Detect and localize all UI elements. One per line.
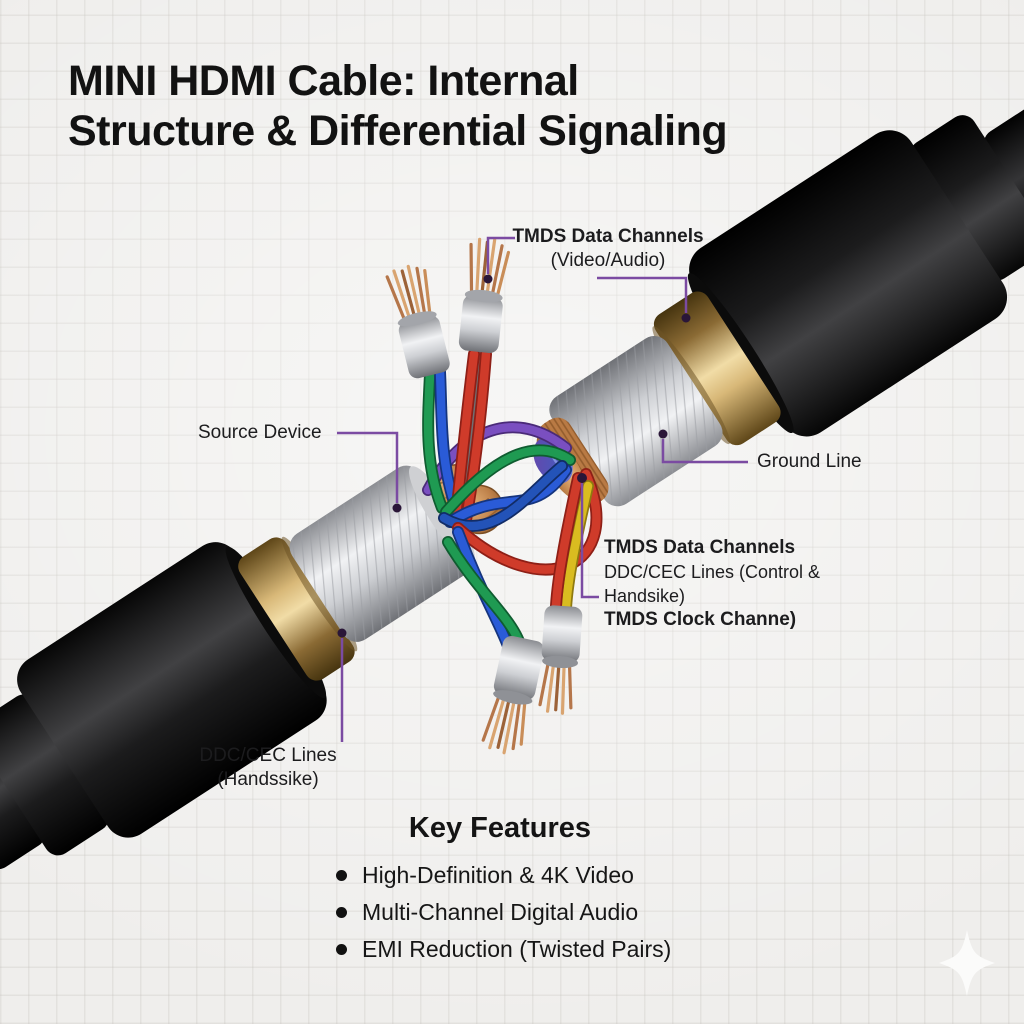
callout-line-3: TMDS Clock Channe)	[604, 609, 797, 630]
feature-item: EMI Reduction (Twisted Pairs)	[336, 936, 671, 962]
signal-wires	[422, 348, 603, 652]
callout-title: TMDS Data Channels	[604, 537, 796, 558]
feature-item: High-Definition & 4K Video	[336, 862, 671, 888]
leader-dots	[337, 274, 691, 638]
sparkle-icon	[939, 930, 995, 996]
callout-title: DDC/CEC Lines	[199, 745, 337, 766]
feature-text: Multi-Channel Digital Audio	[362, 899, 639, 925]
key-features-list: High-Definition & 4K Video Multi-Channel…	[336, 862, 671, 973]
callout-title: Ground Line	[757, 451, 862, 472]
feature-text: EMI Reduction (Twisted Pairs)	[362, 936, 672, 962]
bullet-icon	[336, 869, 347, 881]
callout-tmds-data-channels-top: TMDS Data Channels (Video/Audio)	[508, 225, 708, 273]
wire-stub-top-left	[385, 264, 450, 379]
title-line-1: MINI HDMI Cable: Internal	[68, 57, 579, 105]
callout-line-2: DDC/CEC Lines (Control & Handsike)	[604, 562, 821, 606]
callout-tmds-right-block: TMDS Data Channels DDC/CEC Lines (Contro…	[604, 536, 904, 632]
right-connector	[533, 0, 1024, 507]
callout-subtitle: (Handssike)	[217, 769, 319, 790]
callout-subtitle: (Video/Audio)	[550, 250, 666, 271]
callout-title: Source Device	[198, 422, 322, 443]
leader-lines	[337, 236, 748, 742]
title-line-2: Structure & Differential Signaling	[68, 107, 728, 155]
wire-stub-top-right	[458, 237, 511, 354]
callout-ground-line: Ground Line	[757, 450, 862, 474]
callout-ddc-cec-lines: DDC/CEC Lines (Handssike)	[190, 744, 346, 792]
callout-source-device: Source Device	[198, 421, 322, 445]
wire-stub-bottom-right	[538, 605, 583, 715]
callout-title: TMDS Data Channels	[512, 226, 704, 247]
bullet-icon	[336, 943, 347, 955]
wire-stub-bottom-left	[481, 635, 545, 755]
bullet-icon	[336, 906, 347, 918]
feature-text: High-Definition & 4K Video	[362, 862, 634, 888]
key-features-heading: Key Features	[408, 812, 592, 844]
page-title: MINI HDMI Cable: Internal Structure & Di…	[68, 56, 728, 156]
feature-item: Multi-Channel Digital Audio	[336, 899, 671, 925]
